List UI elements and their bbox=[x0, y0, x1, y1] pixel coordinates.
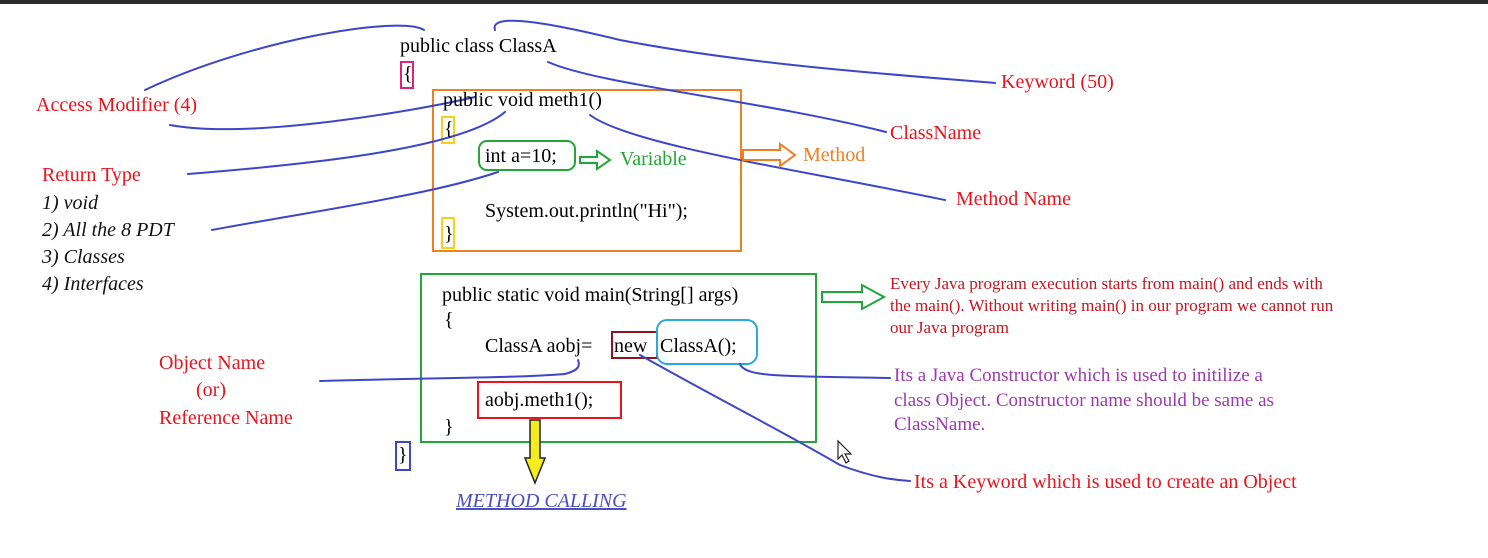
connector-object-name-line bbox=[319, 359, 580, 382]
class-open-brace-box bbox=[400, 61, 414, 89]
object-declaration: ClassA aobj= bbox=[485, 335, 593, 357]
new-keyword-note: Its a Keyword which is used to create an… bbox=[914, 471, 1297, 493]
method-call: aobj.meth1(); bbox=[485, 389, 594, 411]
method-open-brace-box bbox=[441, 116, 455, 144]
main-note-arrow bbox=[821, 283, 887, 311]
method-name-label: Method Name bbox=[956, 188, 1071, 210]
main-close-brace: } bbox=[444, 416, 454, 438]
method-arrow bbox=[742, 142, 797, 168]
main-open-brace: { bbox=[444, 309, 454, 331]
or-label: (or) bbox=[196, 379, 226, 401]
print-statement: System.out.println("Hi"); bbox=[485, 200, 688, 222]
variable-box bbox=[478, 140, 576, 171]
connector-constructor-line bbox=[739, 363, 891, 379]
main-declaration: public static void main(String[] args) bbox=[442, 284, 739, 306]
object-name-label: Object Name bbox=[159, 352, 266, 374]
return-type-item: 4) Interfaces bbox=[42, 273, 144, 295]
connector-pdt-line bbox=[211, 171, 499, 231]
method-open-brace: { bbox=[444, 118, 454, 140]
method-calling-arrow bbox=[523, 419, 547, 486]
main-method-box bbox=[420, 273, 817, 443]
mouse-cursor-icon bbox=[837, 439, 853, 464]
return-type-item: 2) All the 8 PDT bbox=[42, 219, 174, 241]
connector-keyword-line bbox=[493, 19, 996, 84]
constructor-call: ClassA(); bbox=[660, 335, 737, 357]
method-label: Method bbox=[803, 144, 866, 166]
connector-return-type-line bbox=[187, 111, 506, 175]
constructor-box bbox=[656, 319, 758, 365]
connector-access-modifier-line bbox=[144, 24, 425, 91]
method-calling-label: METHOD CALLING bbox=[456, 490, 627, 512]
constructor-note: Its a Java Constructor which is used to … bbox=[894, 365, 1274, 436]
main-method-note: Every Java program execution starts from… bbox=[890, 274, 1334, 338]
return-type-item: 3) Classes bbox=[42, 246, 125, 268]
connector-method-name-line bbox=[589, 114, 946, 201]
method-box bbox=[432, 89, 742, 252]
classname-label: ClassName bbox=[890, 122, 982, 144]
method-close-brace: } bbox=[444, 223, 454, 245]
window-top-bar bbox=[0, 0, 1488, 4]
class-open-brace: { bbox=[403, 63, 413, 85]
class-declaration: public class ClassA bbox=[400, 35, 557, 57]
class-close-brace: } bbox=[398, 444, 408, 466]
reference-name-label: Reference Name bbox=[159, 407, 293, 429]
connector-classname-line bbox=[547, 61, 887, 133]
return-type-item: 1) void bbox=[42, 192, 99, 214]
method-close-brace-box bbox=[441, 217, 455, 249]
method-call-box bbox=[477, 381, 622, 419]
new-keyword: new bbox=[614, 335, 648, 357]
class-close-brace-box bbox=[395, 441, 411, 471]
variable-label: Variable bbox=[620, 148, 687, 170]
variable-arrow bbox=[579, 149, 612, 171]
connector-new-keyword-line bbox=[639, 354, 911, 482]
method-declaration: public void meth1() bbox=[443, 89, 602, 111]
connector-access-modifier-line-2 bbox=[169, 96, 476, 131]
keyword-label: Keyword (50) bbox=[1001, 71, 1114, 93]
variable-declaration: int a=10; bbox=[485, 145, 557, 167]
access-modifier-label: Access Modifier (4) bbox=[36, 94, 198, 116]
return-type-label: Return Type bbox=[42, 164, 141, 186]
